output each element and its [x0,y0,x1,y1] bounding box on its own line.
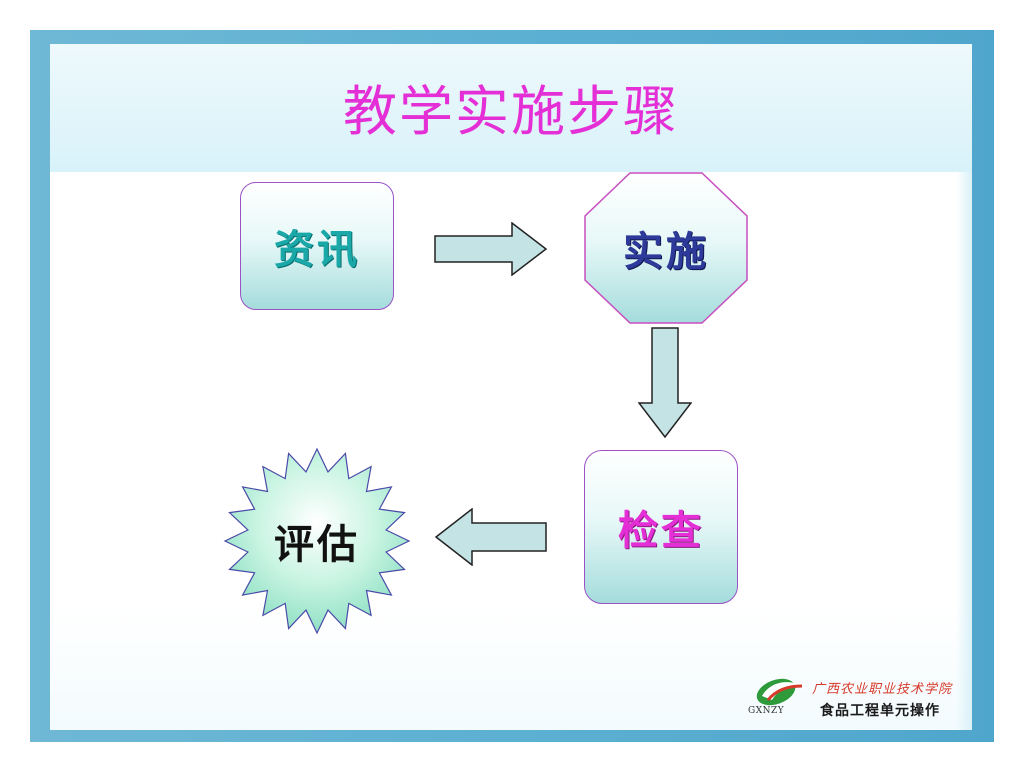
step-evaluate-box[interactable]: 评估 [222,446,412,636]
arrow-left-icon [434,508,547,566]
step-execute-label: 实施 [623,229,709,275]
step-execute-box[interactable]: 实施 [584,172,748,324]
arrow-right-icon [434,222,548,276]
leaf-logo-icon [756,678,803,706]
logo-abbreviation: GXNZY [748,706,785,716]
starburst-shape [223,447,411,635]
arrow-down-icon [638,327,692,439]
octagon-shape [584,172,748,324]
step-check-box[interactable]: 检查 [584,450,738,604]
college-logo: GXNZY 广西农业职业技术学院 食品工程单元操作 [746,672,966,726]
side-glow [956,172,972,730]
course-name: 食品工程单元操作 [820,703,940,719]
title-band [50,44,972,172]
slide-frame: 教学实施步骤 资讯 实施 [30,30,994,742]
college-name: 广西农业职业技术学院 [812,682,953,697]
step-check-label: 检查 [618,508,704,554]
step-info-box[interactable]: 资讯 [240,182,394,310]
slide-canvas: 教学实施步骤 资讯 实施 [50,44,972,730]
slide-title: 教学实施步骤 [343,80,679,143]
step-evaluate-label: 评估 [274,522,360,568]
step-info-label: 资讯 [274,227,360,273]
